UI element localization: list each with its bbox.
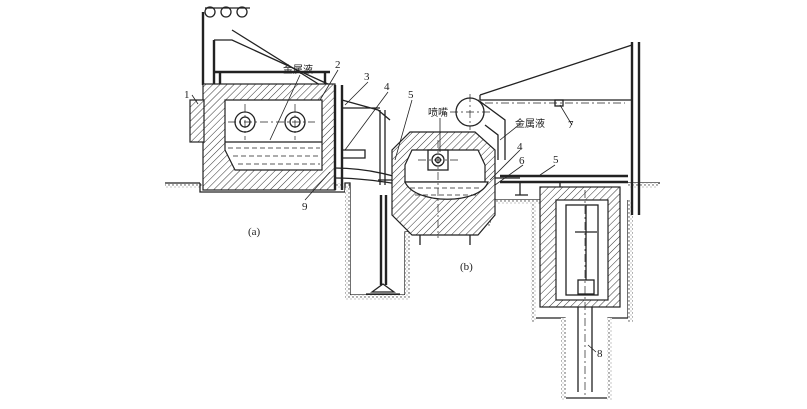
callout-5-a: 5 xyxy=(408,89,414,101)
callout-4-a: 4 xyxy=(384,81,390,93)
callout-5-b: 5 xyxy=(553,154,559,166)
callout-6: 6 xyxy=(519,155,525,167)
callout-9: 9 xyxy=(302,201,308,213)
callout-1: 1 xyxy=(184,89,190,101)
callout-7: 7 xyxy=(568,119,574,131)
nozzle-label: 喷嘴 xyxy=(428,107,448,119)
liquid-metal-label-b: 金属液 xyxy=(515,117,545,130)
caption-b: (b) xyxy=(460,261,473,273)
callout-8: 8 xyxy=(597,348,603,360)
casting-tank xyxy=(539,186,621,395)
support-column xyxy=(366,195,400,295)
liquid-metal-label-a: 金属液 xyxy=(283,63,313,76)
holding-furnace-b xyxy=(378,94,520,245)
callout-2: 2 xyxy=(335,59,341,71)
melting-furnace-a xyxy=(189,6,407,191)
crane xyxy=(479,42,641,215)
callout-3: 3 xyxy=(364,71,370,83)
leader-lines xyxy=(191,69,597,353)
callout-4-b: 4 xyxy=(517,141,523,153)
caption-a: (a) xyxy=(248,226,261,238)
platform xyxy=(500,174,628,196)
